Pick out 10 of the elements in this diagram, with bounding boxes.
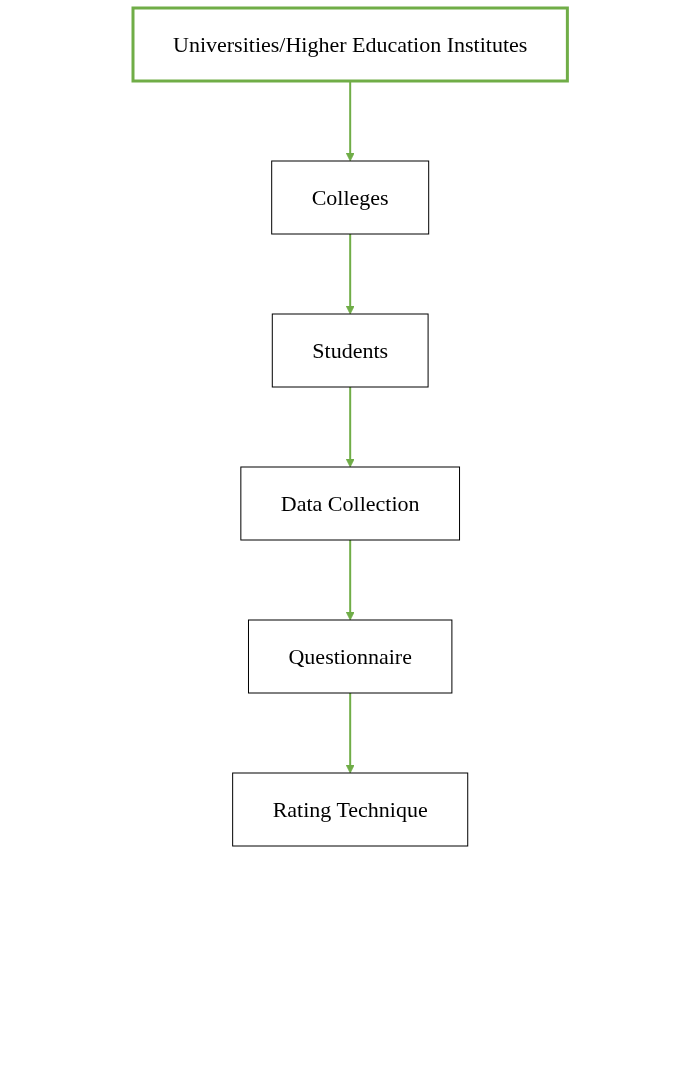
arrow	[345, 539, 355, 621]
arrow	[345, 386, 355, 468]
node-box: Students	[271, 313, 429, 388]
node-box: Questionnaire	[247, 619, 453, 694]
arrow	[345, 692, 355, 774]
node-box: Rating Technique	[231, 772, 469, 847]
node-box: Data Collection	[240, 466, 460, 541]
node-box: Colleges	[271, 160, 429, 235]
node-box: Universities/Higher Education Institutes	[131, 6, 569, 83]
arrow	[345, 233, 355, 315]
